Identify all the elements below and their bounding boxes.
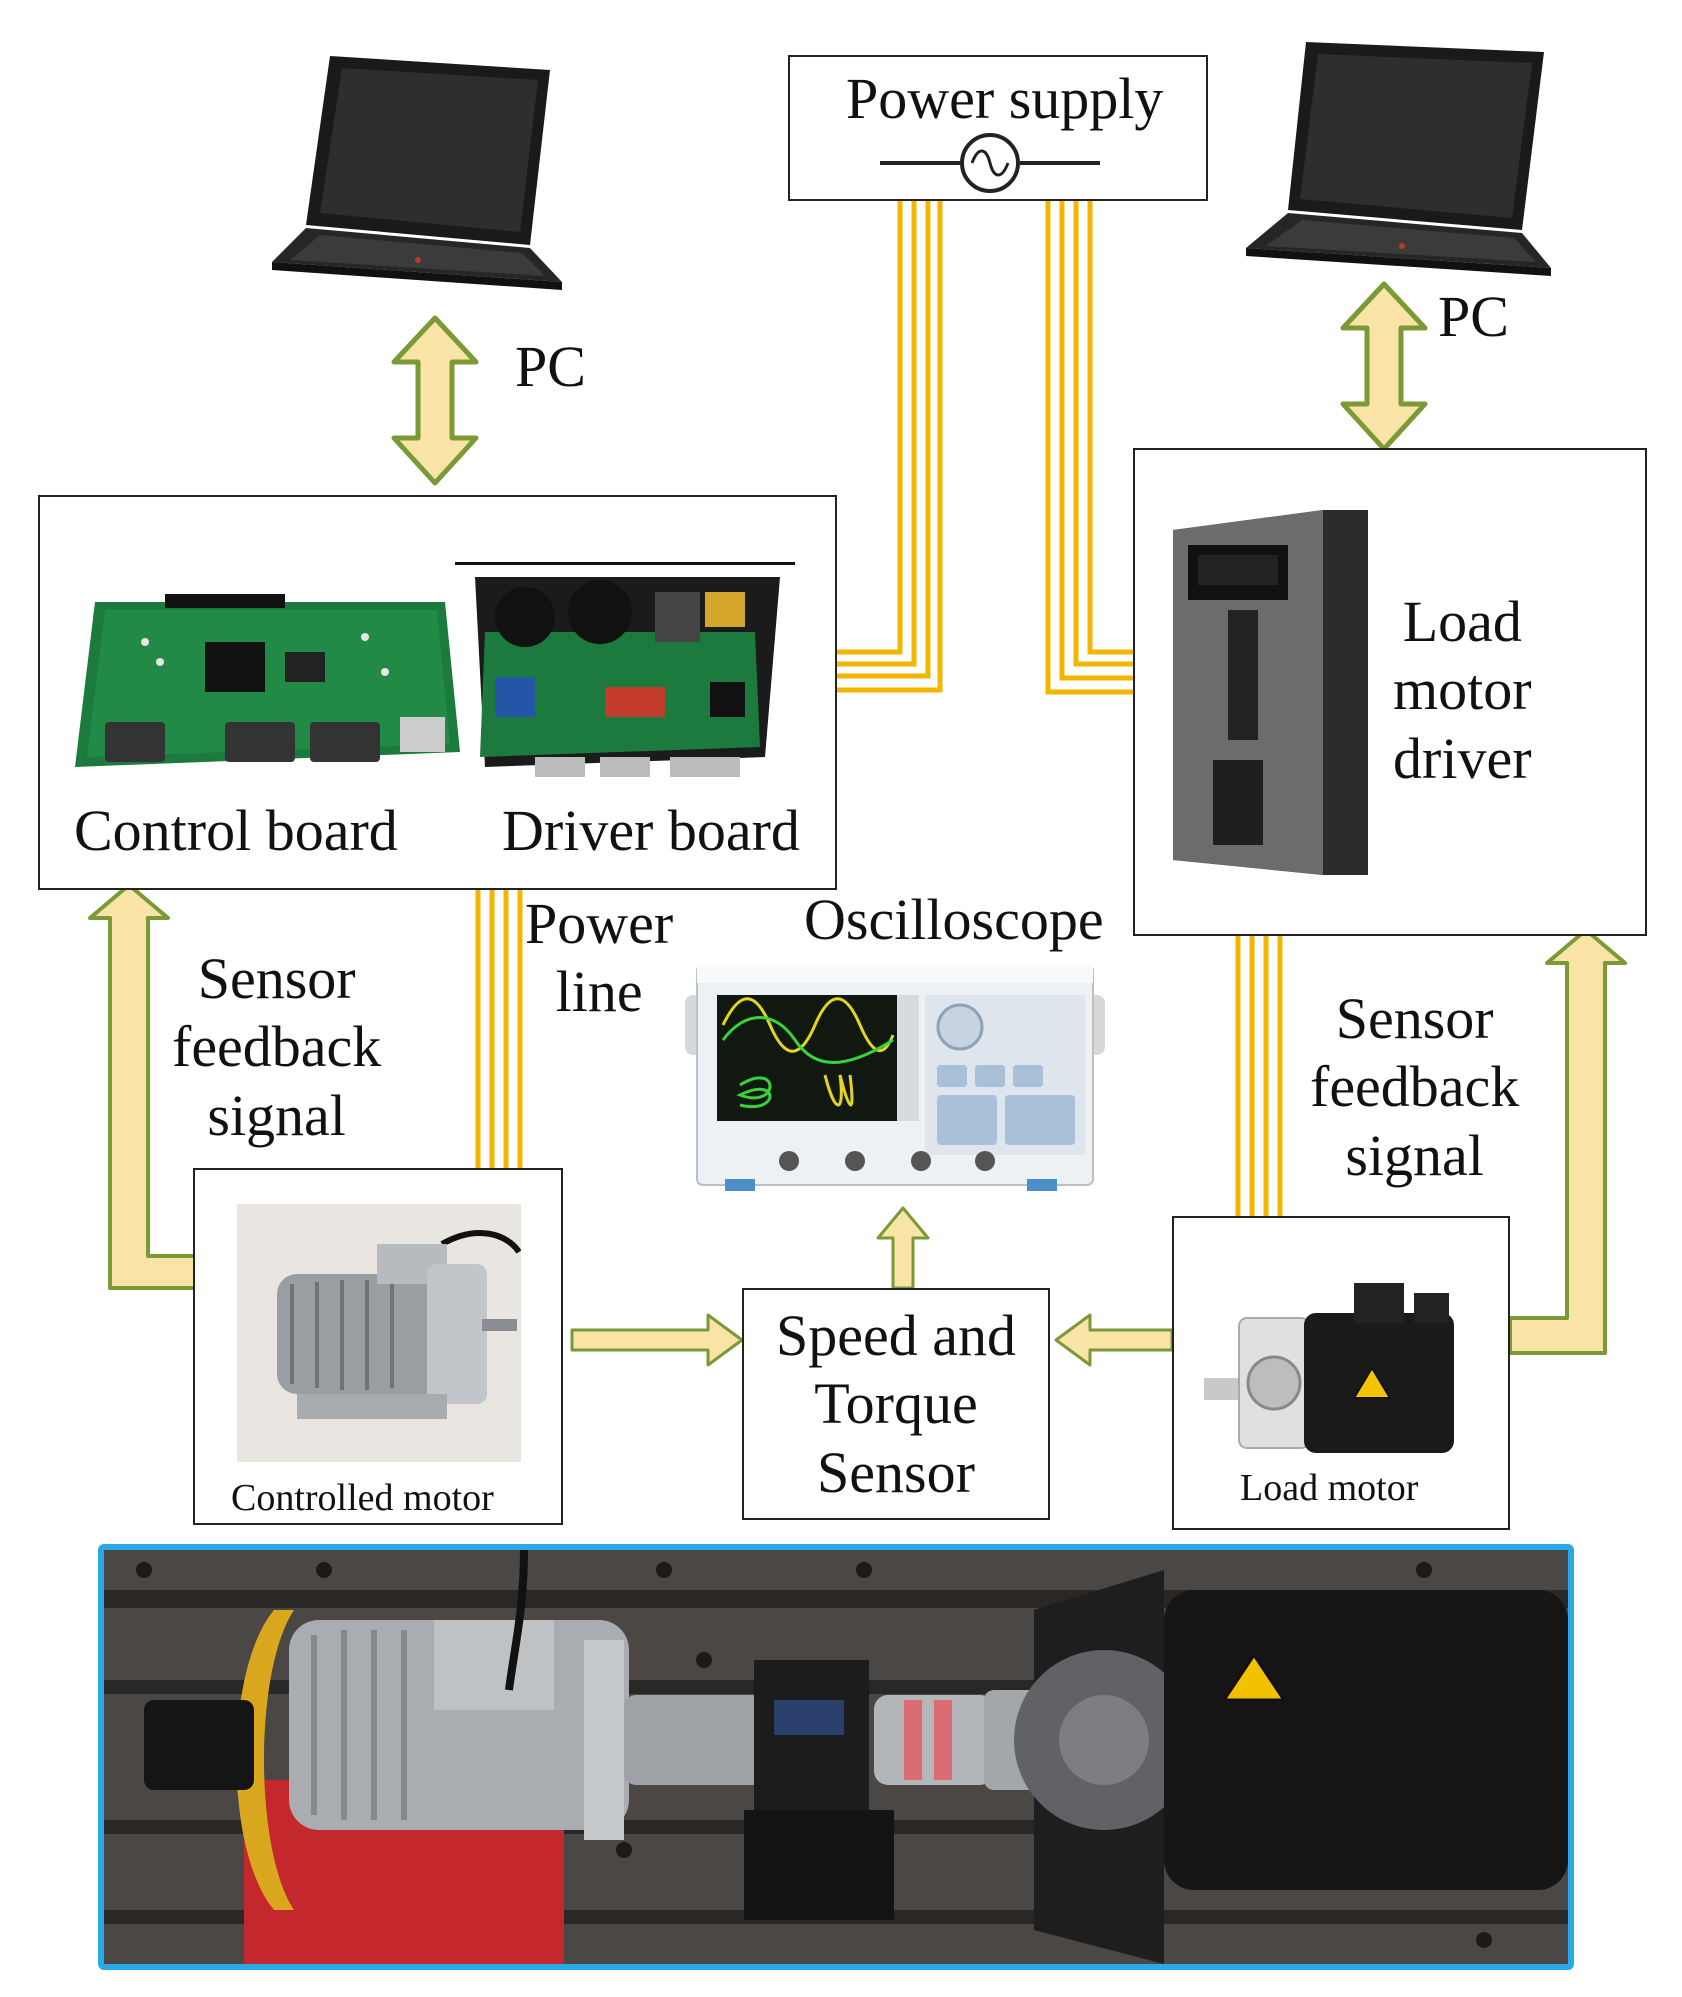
oscilloscope-image (685, 965, 1105, 1191)
power-wire-right (1045, 196, 1135, 695)
load-driver-wire (1235, 935, 1283, 1216)
ac-source-icon (880, 133, 1100, 193)
control-driver-box: Control board Driver board (38, 495, 837, 890)
load-motor-driver-box: Load motor driver (1133, 448, 1647, 936)
pc-left-double-arrow (391, 315, 479, 486)
load-motor-label: Load motor (1240, 1467, 1419, 1509)
servo-driver-image (1173, 510, 1368, 875)
laptop-right-icon (1246, 42, 1551, 276)
power-supply-label: Power supply (846, 66, 1164, 131)
power-line-label: Power line (525, 891, 674, 1025)
pc-right-double-arrow (1340, 281, 1428, 452)
pc-right-label: PC (1438, 284, 1509, 349)
power-wire-left (835, 196, 943, 693)
control-board-image (75, 594, 460, 767)
sensor-feedback-left-label: Sensor feedback signal (172, 946, 382, 1148)
sensor-to-oscilloscope-arrow (876, 1206, 930, 1290)
speed-torque-sensor-box: Speed and Torque Sensor (742, 1288, 1050, 1520)
load-motor-driver-label: Load motor driver (1393, 589, 1532, 791)
control-board-label: Control board (74, 798, 398, 863)
power-line-wire (475, 890, 523, 1168)
speed-torque-sensor-label: Speed and Torque Sensor (776, 1303, 1016, 1505)
load-motor-image (1204, 1283, 1454, 1453)
test-bench-photo-frame (98, 1544, 1574, 1970)
controlled-motor-label: Controlled motor (231, 1477, 494, 1519)
driver-board-label: Driver board (502, 798, 800, 863)
controlled-motor-image (237, 1204, 521, 1462)
pc-left-label: PC (515, 334, 586, 399)
load-to-sensor-arrow (1054, 1313, 1174, 1367)
motor-to-sensor-arrow (570, 1313, 744, 1367)
driver-board-image (455, 562, 795, 777)
laptop-left-icon (272, 56, 562, 290)
test-bench-photo (104, 1550, 1568, 1964)
sensor-feedback-right-arrow (1508, 928, 1627, 1355)
sensor-feedback-left-arrow (88, 883, 197, 1290)
controlled-motor-box: Controlled motor (193, 1168, 563, 1525)
oscilloscope-label: Oscilloscope (804, 887, 1104, 952)
power-supply-box: Power supply (788, 55, 1208, 201)
load-motor-box: Load motor (1172, 1216, 1510, 1530)
sensor-feedback-right-label: Sensor feedback signal (1310, 986, 1520, 1188)
